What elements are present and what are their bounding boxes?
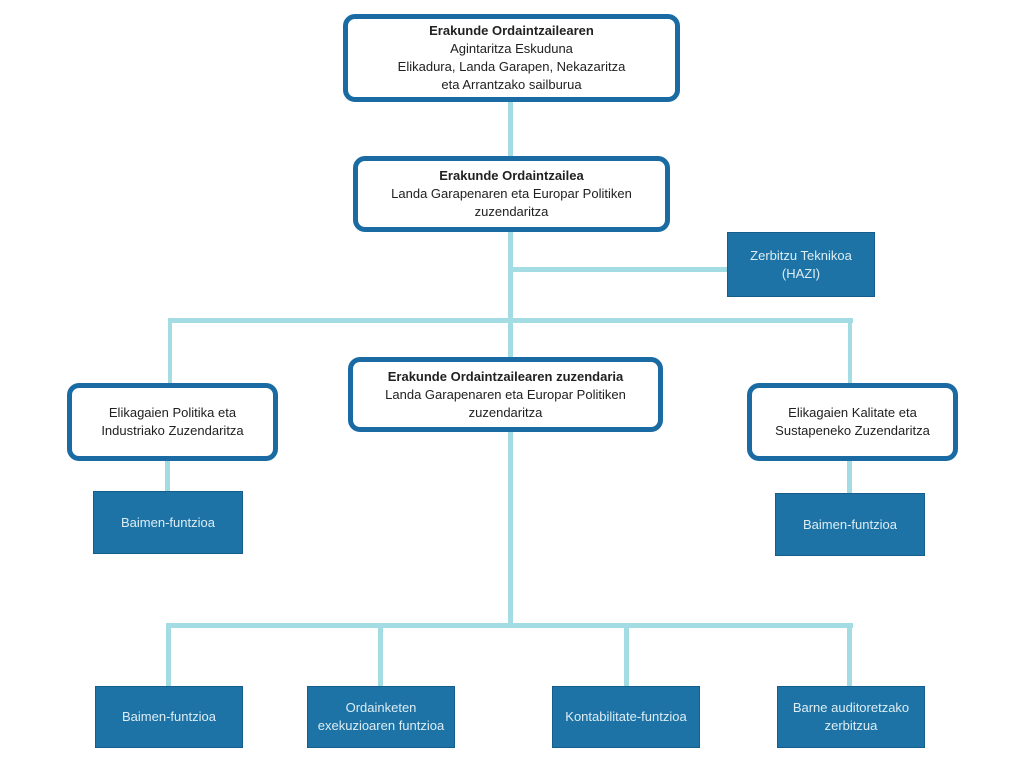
connector-food-quality-to-authorization — [847, 459, 852, 494]
connector-drop-bottom-4 — [847, 623, 852, 687]
connector-main-horizontal-top — [168, 318, 853, 323]
node-payment-execution-line: Ordainketen — [345, 700, 417, 715]
node-competent-authority-title: Erakunde Ordaintzailearen — [429, 23, 594, 38]
node-accounting-function-label: Kontabilitate-funtzioa — [565, 709, 687, 724]
node-authorization-function-left: Baimen-funtzioa — [93, 491, 243, 554]
node-competent-authority-line: eta Arrantzako sailburua — [441, 77, 582, 92]
node-payment-execution-function: Ordainketen exekuzioaren funtzioa — [307, 686, 455, 748]
node-competent-authority-line: Elikadura, Landa Garapen, Nekazaritza — [397, 59, 626, 74]
node-bottom-authorization-label: Baimen-funtzioa — [122, 709, 216, 724]
connector-drop-food-policy — [168, 318, 172, 384]
node-internal-audit-line: zerbitzua — [824, 718, 878, 733]
node-authorization-function-right: Baimen-funtzioa — [775, 493, 925, 556]
connector-drop-bottom-2 — [378, 623, 383, 687]
node-technical-service: Zerbitzu Teknikoa (HAZI) — [727, 232, 875, 297]
connector-drop-food-quality — [848, 318, 852, 384]
connector-food-policy-to-authorization — [165, 459, 170, 492]
node-competent-authority-line: Agintaritza Eskuduna — [450, 41, 573, 56]
connector-authority-to-agency — [508, 101, 513, 157]
node-authorization-function-right-label: Baimen-funtzioa — [803, 516, 897, 532]
node-accounting-function: Kontabilitate-funtzioa — [552, 686, 700, 748]
node-food-quality-directorate: Elikagaien Kalitate eta Sustapeneko Zuze… — [747, 383, 958, 461]
connector-director-down — [508, 431, 513, 628]
node-director: Erakunde Ordaintzailearen zuzendaria Lan… — [348, 357, 663, 432]
node-director-line: zuzendaritza — [468, 404, 543, 420]
node-food-policy-directorate: Elikagaien Politika eta Industriako Zuze… — [67, 383, 278, 461]
node-technical-service-line: Zerbitzu Teknikoa — [750, 247, 852, 263]
node-internal-audit-service: Barne auditoretzako zerbitzua — [777, 686, 925, 748]
node-authorization-function-left-label: Baimen-funtzioa — [121, 514, 215, 530]
connector-agency-down — [508, 231, 513, 358]
node-paying-agency-line: Landa Garapenaren eta Europar Politiken — [391, 186, 632, 201]
connector-drop-bottom-1 — [166, 623, 171, 687]
node-food-quality-line: Elikagaien Kalitate eta — [788, 405, 917, 420]
node-bottom-authorization-function: Baimen-funtzioa — [95, 686, 243, 748]
node-food-policy-line: Industriako Zuzendaritza — [101, 423, 244, 438]
node-food-policy-line: Elikagaien Politika eta — [108, 405, 237, 420]
node-paying-agency-title: Erakunde Ordaintzailea — [439, 168, 584, 183]
node-internal-audit-line: Barne auditoretzako — [792, 700, 910, 715]
connector-main-horizontal-bottom — [168, 623, 853, 628]
node-paying-agency-line: zuzendaritza — [474, 204, 549, 219]
node-paying-agency: Erakunde Ordaintzailea Landa Garapenaren… — [353, 156, 670, 232]
node-director-line: Landa Garapenaren eta Europar Politiken — [385, 386, 626, 402]
connector-branch-technical-service — [508, 267, 727, 272]
node-payment-execution-line: exekuzioaren funtzioa — [317, 718, 445, 733]
node-food-quality-line: Sustapeneko Zuzendaritza — [775, 423, 930, 438]
node-technical-service-line: (HAZI) — [781, 265, 821, 281]
node-director-title: Erakunde Ordaintzailearen zuzendaria — [387, 368, 624, 384]
connector-drop-bottom-3 — [624, 623, 629, 687]
node-competent-authority: Erakunde Ordaintzailearen Agintaritza Es… — [343, 14, 680, 102]
